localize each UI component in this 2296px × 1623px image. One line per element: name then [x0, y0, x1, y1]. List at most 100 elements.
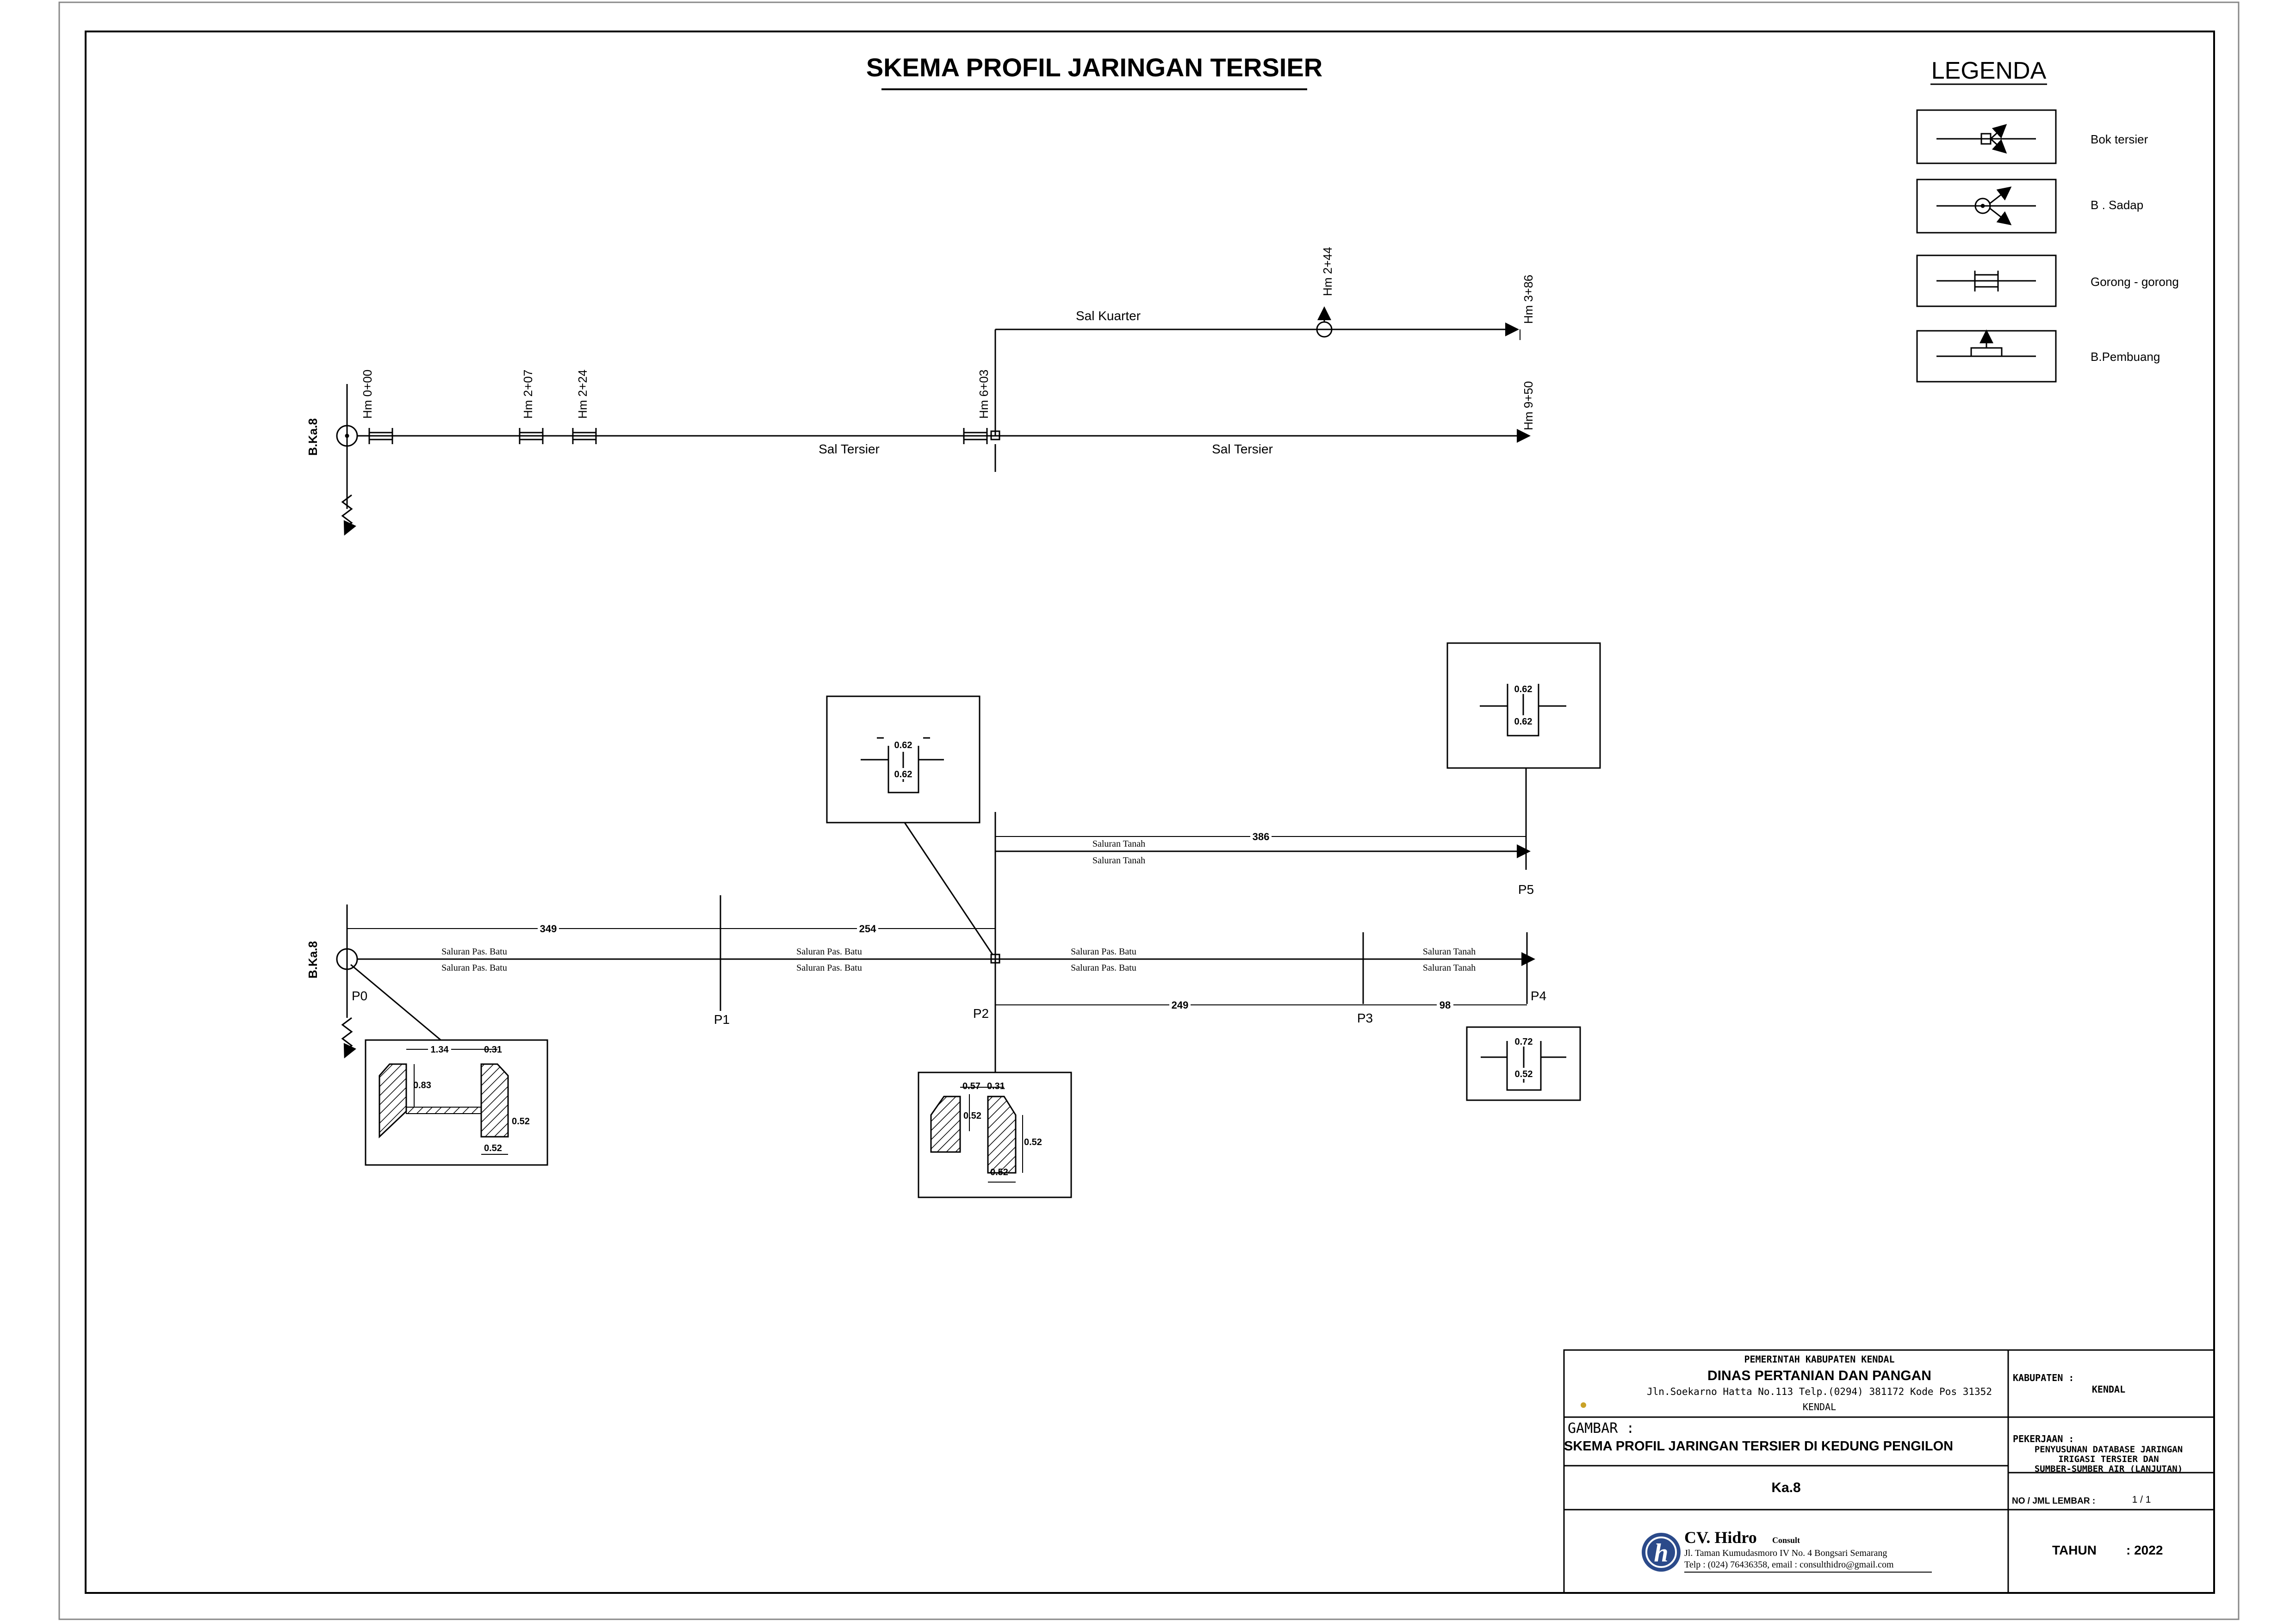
company-logo-icon: h — [1642, 1533, 1681, 1572]
bangunan-label-bottom: B.Ka.8 — [306, 941, 320, 979]
bok-tersier-icon — [1936, 124, 2036, 154]
dinas-name: DINAS PERTANIAN DAN PANGAN — [1707, 1368, 1931, 1383]
kabupaten-value: KENDAL — [2092, 1384, 2125, 1395]
station-label-4: Hm 9+50 — [1521, 381, 1535, 430]
svg-text:0.52: 0.52 — [512, 1116, 530, 1127]
gambar-label: GAMBAR : — [1568, 1420, 1635, 1437]
dinas-city: KENDAL — [1803, 1401, 1836, 1412]
company-name: CV. Hidro — [1684, 1528, 1757, 1547]
pekerjaan-line-2: IRIGASI TERSIER DAN — [2058, 1454, 2159, 1464]
length-label-254: 254 — [859, 923, 876, 935]
channel-label-b1: Saluran Pas. Batu — [796, 947, 862, 957]
svg-text:0.62: 0.62 — [894, 769, 912, 780]
station-label-5: Hm 2+44 — [1321, 247, 1334, 296]
section-p5: 0.62 0.62 — [1446, 642, 1601, 769]
skema-top-labels: B.Ka.8 Hm 0+00 Hm 2+07 Hm 2+24 Hm 6+03 H… — [306, 247, 1535, 456]
svg-text:0.62: 0.62 — [894, 740, 912, 750]
legend-label-sadap: B . Sadap — [2091, 198, 2143, 212]
bangunan-sadap-icon — [1936, 186, 2036, 225]
gambar-value: SKEMA PROFIL JARINGAN TERSIER DI KEDUNG … — [1564, 1439, 1953, 1454]
pekerjaan-label: PEKERJAAN : — [2013, 1433, 2074, 1444]
point-label-p4: P4 — [1531, 989, 1546, 1003]
legend-title: LEGENDA — [1931, 57, 2047, 84]
government-emblem-icon — [1581, 1402, 1586, 1408]
drawing-code: Ka.8 — [1771, 1480, 1800, 1495]
culvert-icon-4 — [963, 428, 988, 444]
svg-text:0.31: 0.31 — [987, 1081, 1005, 1091]
lembar-label: NO / JML LEMBAR : — [2012, 1496, 2095, 1506]
svg-text:0.57: 0.57 — [962, 1081, 980, 1091]
station-label-2: Hm 2+24 — [576, 370, 590, 419]
svg-text:0.52: 0.52 — [990, 1167, 1008, 1177]
svg-text:0.62: 0.62 — [1514, 717, 1533, 727]
culvert-icon-2 — [519, 428, 544, 444]
svg-text:0.52: 0.52 — [963, 1111, 981, 1121]
channel-label-d2: Saluran Tanah — [1423, 963, 1476, 973]
company-contact: Telp : (024) 76436358, email : consulthi… — [1684, 1560, 1894, 1570]
culvert-icon-1 — [368, 428, 393, 444]
svg-text:0.52: 0.52 — [484, 1143, 502, 1153]
svg-text:0.52: 0.52 — [1515, 1069, 1533, 1079]
channel-label-2: Sal Kuarter — [1076, 309, 1141, 323]
legend-label-pembuang: B.Pembuang — [2091, 350, 2160, 364]
legend-box-bok — [1916, 109, 2057, 164]
point-label-p0: P0 — [352, 989, 367, 1003]
section-p2-upper: 0.62 0.62 — [826, 695, 980, 824]
skema-bottom-labels: B.Ka.8 P0 P1 P2 P3 P4 P5 349 254 386 249… — [306, 830, 1546, 1027]
svg-text:0.72: 0.72 — [1515, 1037, 1533, 1047]
lembar-value: 1 / 1 — [2132, 1494, 2151, 1505]
skema-top — [336, 306, 1531, 536]
company-address: Jl. Taman Kumudasmoro IV No. 4 Bongsari … — [1684, 1548, 1887, 1558]
channel-label-c2: Saluran Pas. Batu — [1071, 963, 1136, 973]
section-p2-lower: 0.57 0.31 0.52 0.52 0.52 — [918, 1072, 1072, 1198]
point-label-p5: P5 — [1518, 882, 1534, 897]
length-label-349: 349 — [540, 923, 557, 935]
sheet-inner-border — [85, 31, 2215, 1594]
title-block-text: PEMERINTAH KABUPATEN KENDAL DINAS PERTAN… — [1564, 1354, 2183, 1573]
channel-label-c1: Saluran Pas. Batu — [1071, 947, 1136, 957]
channel-label-0: Sal Tersier — [819, 442, 880, 456]
legend-box-sadap — [1916, 179, 2057, 234]
svg-text:1.34: 1.34 — [431, 1045, 449, 1055]
channel-label-d1: Saluran Tanah — [1423, 947, 1476, 957]
bangunan-pembuang-icon — [1936, 329, 2036, 357]
channel-label-e2: Saluran Tanah — [1092, 855, 1145, 866]
dinas-address: Jln.Soekarno Hatta No.113 Telp.(0294) 38… — [1647, 1386, 1992, 1397]
sheet-outer-border — [58, 1, 2240, 1620]
station-label-0: Hm 0+00 — [360, 370, 374, 419]
station-label-1: Hm 2+07 — [521, 370, 535, 419]
gov-name: PEMERINTAH KABUPATEN KENDAL — [1744, 1354, 1894, 1365]
drawing-title: SKEMA PROFIL JARINGAN TERSIER — [866, 53, 1322, 82]
length-label-249: 249 — [1172, 999, 1189, 1011]
legend-box-gorong — [1916, 254, 2057, 307]
svg-text:0.52: 0.52 — [1024, 1137, 1042, 1147]
kabupaten-label: KABUPATEN : — [2013, 1372, 2074, 1383]
tahun-label: TAHUN — [2052, 1543, 2097, 1557]
channel-label-e1: Saluran Tanah — [1092, 839, 1145, 849]
channel-label-b2: Saluran Pas. Batu — [796, 963, 862, 973]
svg-text:0.83: 0.83 — [413, 1080, 431, 1090]
station-label-6: Hm 3+86 — [1521, 275, 1535, 324]
company-suffix: Consult — [1772, 1536, 1800, 1545]
legend-label-bok: Bok tersier — [2091, 132, 2148, 146]
length-label-386: 386 — [1253, 831, 1270, 842]
svg-text:h: h — [1654, 1539, 1668, 1567]
pekerjaan-line-3: SUMBER-SUMBER AIR (LANJUTAN) — [2035, 1464, 2183, 1474]
bangunan-label-top: B.Ka.8 — [306, 418, 320, 456]
tahun-value: : 2022 — [2126, 1543, 2163, 1557]
point-label-p1: P1 — [714, 1012, 730, 1027]
pekerjaan-line-1: PENYUSUNAN DATABASE JARINGAN — [2035, 1444, 2183, 1455]
point-label-p3: P3 — [1357, 1011, 1373, 1025]
channel-label-a1: Saluran Pas. Batu — [441, 947, 507, 957]
legend: LEGENDA Bok tersier B . Sadap — [1916, 57, 2179, 383]
legend-label-gorong: Gorong - gorong — [2091, 275, 2179, 289]
svg-text:0.31: 0.31 — [484, 1045, 502, 1055]
gorong-gorong-icon — [1936, 271, 2036, 291]
point-label-p2: P2 — [973, 1006, 989, 1021]
channel-label-a2: Saluran Pas. Batu — [441, 963, 507, 973]
svg-text:0.62: 0.62 — [1514, 684, 1533, 694]
length-label-98: 98 — [1440, 999, 1451, 1011]
section-p0: 1.34 0.31 0.83 0.52 0.52 — [365, 1039, 548, 1166]
title-block — [1563, 1349, 2215, 1594]
channel-label-1: Sal Tersier — [1212, 442, 1273, 456]
